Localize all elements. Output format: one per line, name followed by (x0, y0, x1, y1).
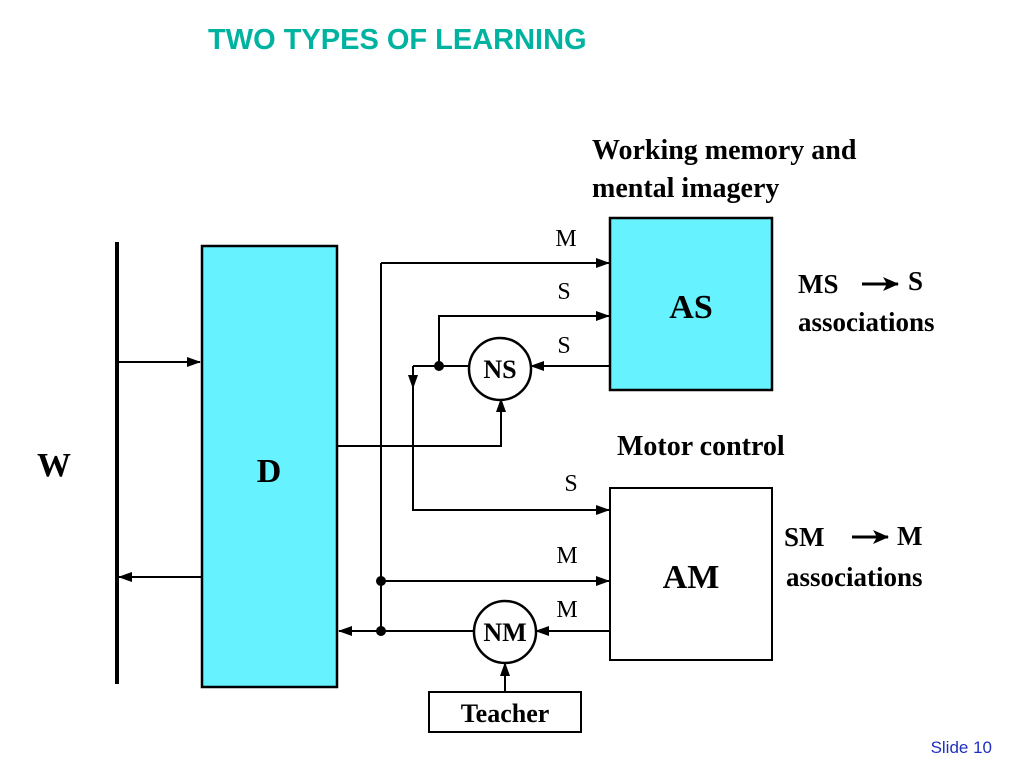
caption-working-memory-line-2: mental imagery (592, 173, 780, 204)
caption-working-memory: Working memory and mental imagery (592, 132, 856, 208)
d-to-ns-arrow (337, 398, 506, 447)
slide-number: Slide 10 (930, 738, 992, 757)
junction-dot (434, 361, 444, 371)
d-block (200, 244, 339, 689)
ns-label: NS (483, 355, 516, 384)
am-block (609, 487, 773, 661)
d-label: D (257, 453, 282, 490)
ns-node (467, 336, 533, 402)
signal-label-am-s: S (564, 471, 577, 497)
caption-working-memory-line-1: Working memory and (592, 135, 857, 166)
assoc-sm-to: M (897, 521, 922, 551)
caption-motor-control: Motor control (617, 431, 785, 462)
assoc-ms-to: S (908, 266, 923, 296)
s-loop-to-as (438, 311, 610, 366)
s-to-am-line (412, 388, 610, 515)
signal-label-am-m1: M (556, 543, 577, 569)
junction-dot (376, 626, 386, 636)
assoc-sm-word: associations (786, 562, 923, 592)
slide-title: TWO TYPES OF LEARNING (208, 24, 587, 56)
signal-label-as-s1: S (557, 279, 570, 305)
assoc-sm-from: SM (784, 522, 825, 552)
w-label: W (37, 447, 71, 484)
signal-label-am-m2: M (556, 597, 577, 623)
as-block (608, 216, 774, 392)
signal-label-as-s2: S (557, 333, 570, 359)
assoc-ms-word: associations (798, 307, 935, 337)
signal-label-as-m: M (555, 226, 576, 252)
junction-dot (376, 576, 386, 586)
nm-node (472, 599, 538, 665)
am-label: AM (663, 559, 720, 596)
as-label: AS (669, 289, 712, 326)
assoc-ms-from: MS (798, 269, 839, 299)
teacher-box (428, 691, 582, 733)
teacher-label: Teacher (461, 699, 550, 728)
nm-label: NM (483, 618, 526, 647)
